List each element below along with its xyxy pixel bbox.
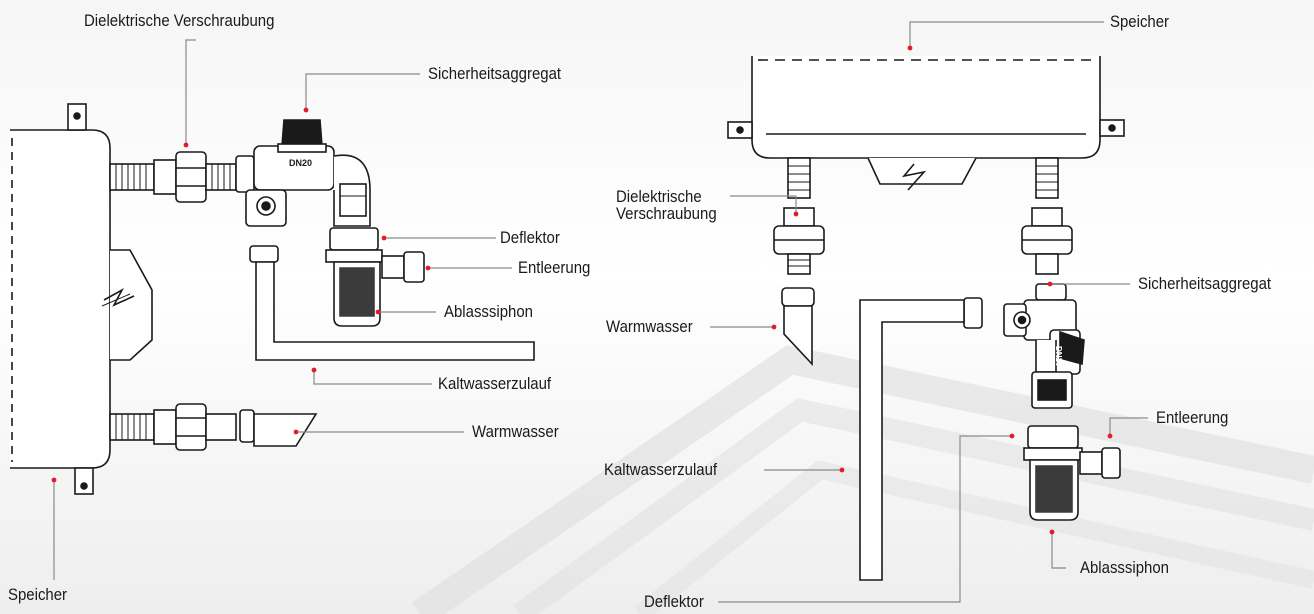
left-valve-marking: DN20: [289, 158, 312, 168]
label-right-tank: Speicher: [1110, 12, 1170, 31]
label-left-drain-siphon: Ablasssiphon: [444, 302, 533, 321]
right-cold-column: [1021, 157, 1073, 275]
right-leaders: [710, 21, 1148, 603]
label-right-cold-water-inlet: Kaltwasserzulauf: [604, 460, 718, 479]
left-upper-union: [109, 151, 237, 203]
left-assembly: DN20: [10, 103, 535, 495]
left-siphon: [325, 227, 425, 327]
right-hot-column: [773, 157, 825, 367]
label-right-drain: Entleerung: [1156, 408, 1229, 427]
right-safety-valve: DN20: [1003, 283, 1085, 409]
label-left-dielectric-union: Dielektrische Verschraubung: [84, 11, 275, 30]
label-left-hot-water: Warmwasser: [472, 422, 559, 441]
right-siphon: [1023, 425, 1121, 521]
left-tank: [10, 103, 153, 495]
label-right-dielectric-union: Dielektrische Verschraubung: [616, 187, 717, 223]
label-right-deflector: Deflektor: [644, 592, 704, 611]
label-right-hot-water: Warmwasser: [606, 317, 693, 336]
left-leaders: [53, 39, 512, 580]
right-cold-water-pipe: [859, 297, 983, 581]
left-safety-valve: DN20: [235, 119, 371, 227]
label-right-safety-group: Sicherheitsaggregat: [1138, 274, 1272, 293]
right-tank: [727, 56, 1125, 191]
right-assembly: DN20: [727, 56, 1125, 581]
left-lower-union: [109, 403, 318, 451]
right-markers: [771, 45, 1113, 535]
label-left-cold-water-inlet: Kaltwasserzulauf: [438, 374, 552, 393]
left-cold-water-pipe: [249, 245, 535, 361]
label-left-drain: Entleerung: [518, 258, 591, 277]
label-right-drain-siphon: Ablasssiphon: [1080, 558, 1169, 577]
label-left-safety-group: Sicherheitsaggregat: [428, 64, 562, 83]
label-left-tank: Speicher: [8, 585, 68, 604]
label-left-deflector: Deflektor: [500, 228, 560, 247]
left-markers: [51, 107, 431, 483]
right-valve-marking: DN20: [1054, 346, 1063, 367]
